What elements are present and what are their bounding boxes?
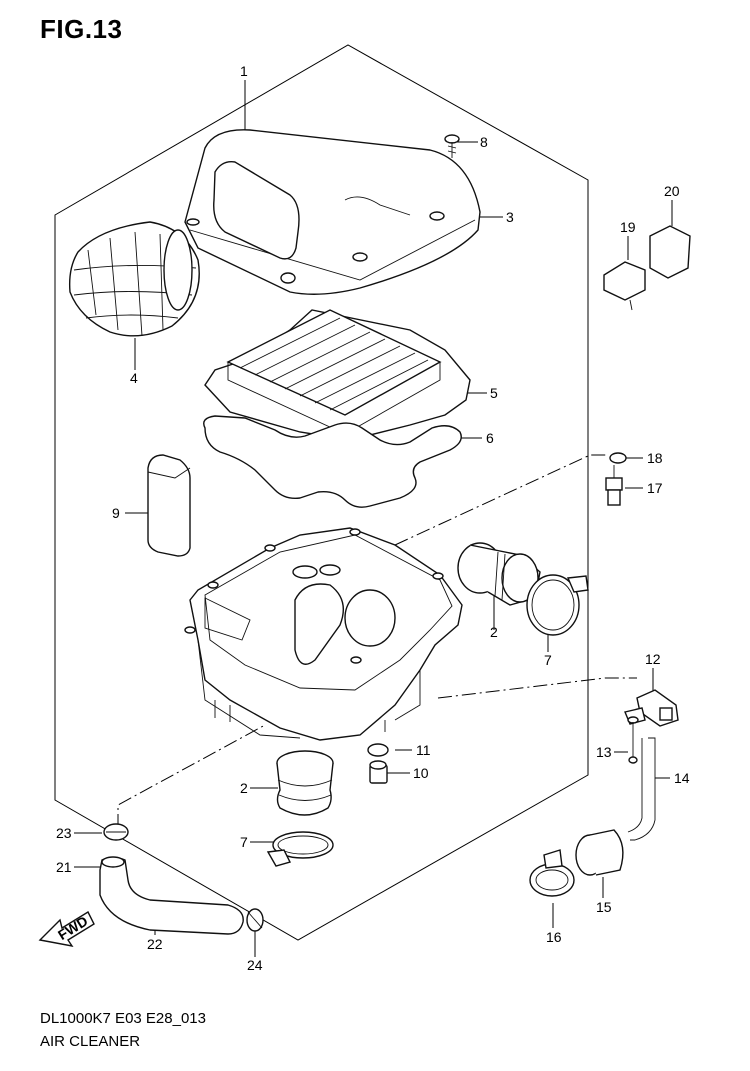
cap-plug [367,743,389,757]
connector-cover [649,225,691,279]
tube-joint [575,829,624,876]
sensor-connector [603,261,646,311]
callout-10: 10 [413,765,429,781]
hose-clamp-upper [526,574,589,636]
callout-7a: 7 [544,652,552,668]
callout-23: 23 [56,825,72,841]
callout-19: 19 [620,219,636,235]
o-ring [609,452,627,464]
drain-clip-lower [246,908,264,932]
callout-6: 6 [486,430,494,446]
callout-14: 14 [674,770,690,786]
filter-gasket [203,415,462,508]
air-cleaner-cap [184,129,481,295]
callout-13: 13 [596,744,612,760]
fwd-arrow-icon: FWD [38,911,95,947]
callout-7b: 7 [240,834,248,850]
callout-4: 4 [130,370,138,386]
callout-2a: 2 [490,624,498,640]
callout-1: 1 [240,63,248,79]
callout-11: 11 [416,742,431,758]
figure-title: FIG.13 [40,14,123,44]
spacer [369,760,388,784]
assembly-name: AIR CLEANER [40,1033,141,1050]
tube-clamp [529,849,575,897]
hose-clamp-lower [266,831,334,867]
callout-24: 24 [247,957,263,973]
callout-20: 20 [664,183,680,199]
callout-9: 9 [112,505,120,521]
callout-5: 5 [490,385,498,401]
callout-15: 15 [596,899,612,915]
callout-8: 8 [480,134,488,150]
sensor-screw [627,716,639,764]
callout-18: 18 [647,450,663,466]
callout-3: 3 [506,209,514,225]
callout-labels: 1 2 2 3 4 5 6 7 7 8 9 10 11 12 13 14 15 … [56,63,690,973]
intake-connector-lower [276,750,334,816]
model-code: DL1000K7 E03 E28_013 [40,1010,206,1027]
pressure-sensor [605,465,623,506]
callout-17: 17 [647,480,663,496]
callout-12: 12 [645,651,661,667]
callout-16: 16 [546,929,562,945]
drain-clip-upper [103,823,129,841]
intake-funnel [68,221,200,337]
filter-sponge [147,454,191,557]
callout-21: 21 [56,859,72,875]
drain-hose [99,856,244,935]
air-cleaner-case [184,527,463,741]
intake-connector-upper [457,542,541,606]
callout-22: 22 [147,936,163,952]
cap-screw [444,134,460,158]
assembly-boundary [54,44,589,941]
intake-air-temp-sensor [624,689,679,727]
air-filter-element [204,309,471,441]
breather-tube [627,737,656,841]
callout-2b: 2 [240,780,248,796]
